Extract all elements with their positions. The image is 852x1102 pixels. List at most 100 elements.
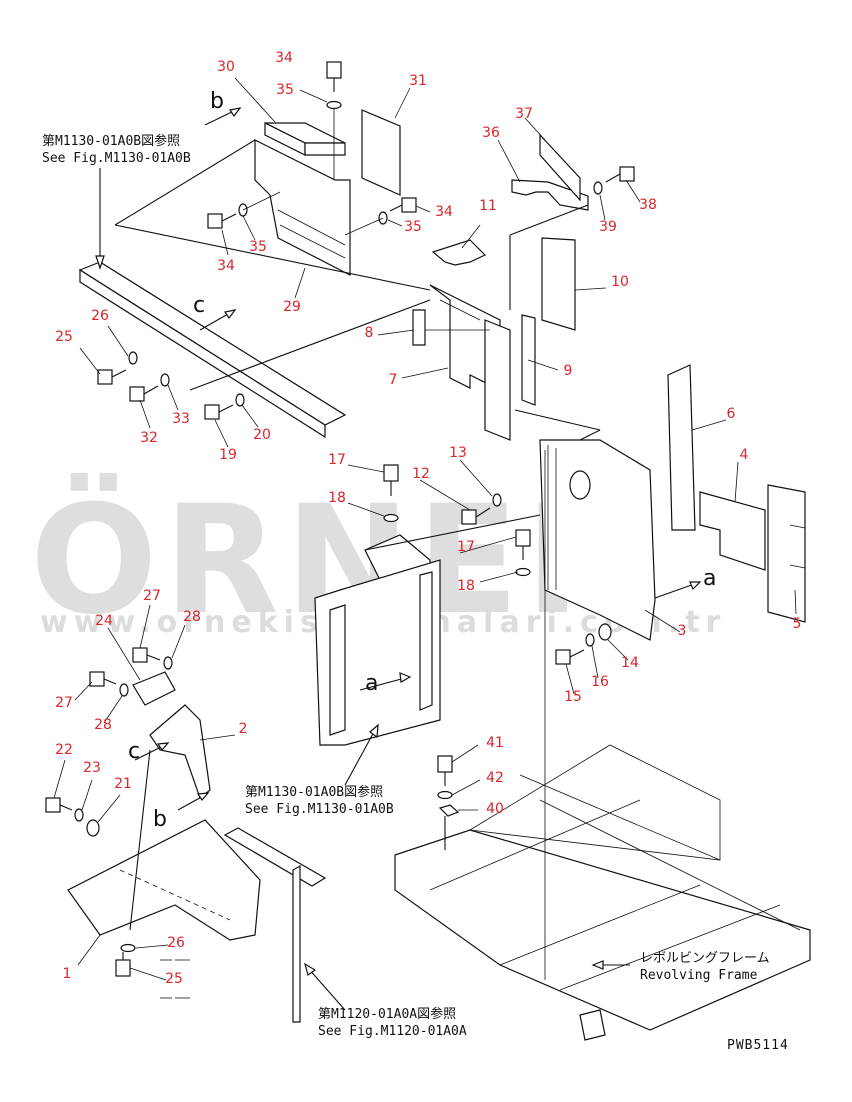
callouts: 30 34 35 31 37 36 38 39 34 35 11 34 35 1… xyxy=(55,50,801,987)
reference-mid-en: See Fig.M1130-01A0B xyxy=(245,802,394,817)
view-letter-c-left: c xyxy=(128,739,140,764)
reference-bottom-jp: 第M1120-01A0A図参照 xyxy=(318,1006,456,1022)
callout-36: 36 xyxy=(482,125,500,141)
callout-1: 1 xyxy=(63,966,72,982)
revolving-frame-jp: レボルビングフレーム xyxy=(640,951,770,966)
washer-20 xyxy=(235,393,245,407)
drawing-code: PWB5114 xyxy=(727,1038,789,1053)
mid-frame xyxy=(314,559,441,746)
callout-33: 33 xyxy=(172,411,190,427)
revolving-frame-en: Revolving Frame xyxy=(640,968,758,983)
callout-2: 2 xyxy=(239,721,248,737)
callout-19: 19 xyxy=(219,447,237,463)
callout-7: 7 xyxy=(389,372,398,388)
part-24-plate xyxy=(132,671,176,706)
callout-27-left: 27 xyxy=(55,695,73,711)
washer-18-mid xyxy=(515,567,531,577)
callout-17-mid: 17 xyxy=(457,539,475,555)
bolt-38 xyxy=(605,166,635,183)
washer-26-bottom xyxy=(120,943,136,953)
callout-28-top: 28 xyxy=(183,609,201,625)
view-letter-c-top: c xyxy=(193,293,205,318)
bolt-34-top xyxy=(326,61,342,92)
part-5-panel xyxy=(767,484,806,623)
washer-28-left xyxy=(119,683,129,697)
view-letter-a-right: a xyxy=(703,566,716,591)
callout-9: 9 xyxy=(564,363,573,379)
callout-6: 6 xyxy=(727,406,736,422)
callout-34-top: 34 xyxy=(275,50,293,66)
washer-23 xyxy=(74,808,84,822)
washer-42 xyxy=(437,790,453,800)
bolt-41 xyxy=(437,755,453,786)
callout-18-top: 18 xyxy=(328,490,346,506)
reference-top-en: See Fig.M1130-01A0B xyxy=(42,151,191,166)
callout-25-bottom: 25 xyxy=(165,971,183,987)
callout-8: 8 xyxy=(365,325,374,341)
callout-39: 39 xyxy=(599,219,617,235)
bolt-25-top xyxy=(97,369,127,385)
callout-22: 22 xyxy=(55,742,73,758)
bolt-15 xyxy=(555,649,585,665)
part-9-plate xyxy=(484,314,536,441)
reference-bottom-en: See Fig.M1120-01A0A xyxy=(318,1024,467,1039)
part-31-pad xyxy=(361,109,401,196)
reference-top-jp: 第M1130-01A0B図参照 xyxy=(42,133,180,149)
part-40-clip xyxy=(438,804,460,850)
bolt-32 xyxy=(129,385,159,402)
part-11-cap xyxy=(431,239,487,266)
callout-27-top: 27 xyxy=(143,588,161,604)
part-8-spacer xyxy=(412,309,426,346)
center-panel xyxy=(539,439,656,641)
washer-18-top xyxy=(383,513,399,523)
callout-35-left: 35 xyxy=(249,239,267,255)
callout-34-right: 34 xyxy=(435,204,453,220)
callout-17-top: 17 xyxy=(328,452,346,468)
bolt-12 xyxy=(461,507,491,525)
part-4-plate xyxy=(699,491,766,571)
washer-26-top xyxy=(128,351,138,365)
reference-bottom: 第M1120-01A0A図参照 See Fig.M1120-01A0A xyxy=(318,1006,467,1039)
washer-28-top xyxy=(163,656,173,670)
callout-40: 40 xyxy=(486,801,504,817)
callout-42: 42 xyxy=(486,770,504,786)
callout-26-bottom: 26 xyxy=(167,935,185,951)
washer-13 xyxy=(492,493,502,507)
part-29-bracket xyxy=(254,139,351,276)
bolt-22 xyxy=(45,797,73,813)
callout-20: 20 xyxy=(253,427,271,443)
callout-5: 5 xyxy=(793,616,802,632)
bolt-27-left xyxy=(89,671,117,687)
callout-38: 38 xyxy=(639,197,657,213)
callout-32: 32 xyxy=(140,430,158,446)
callout-21: 21 xyxy=(114,776,132,792)
callout-41: 41 xyxy=(486,735,504,751)
callout-13: 13 xyxy=(449,445,467,461)
bolt-27-top xyxy=(132,647,161,663)
callout-15: 15 xyxy=(564,689,582,705)
callout-4: 4 xyxy=(740,447,749,463)
bolt-17-top xyxy=(383,464,399,496)
washer-35-top xyxy=(326,100,342,180)
washer-16 xyxy=(585,633,595,647)
callout-3: 3 xyxy=(678,623,687,639)
washer-14 xyxy=(598,623,612,641)
callout-29: 29 xyxy=(283,299,301,315)
callout-23: 23 xyxy=(83,760,101,776)
callout-11: 11 xyxy=(479,198,497,214)
rod-frame xyxy=(223,827,327,1023)
callout-16: 16 xyxy=(591,674,609,690)
callout-28-left: 28 xyxy=(94,717,112,733)
bolt-25-bottom xyxy=(115,952,131,977)
washer-21 xyxy=(86,819,100,837)
callout-14: 14 xyxy=(621,655,639,671)
washer-39 xyxy=(593,181,603,195)
callout-26-top: 26 xyxy=(91,308,109,324)
leader-lines xyxy=(53,77,797,981)
bolt-34-left xyxy=(207,203,248,229)
callout-34-left: 34 xyxy=(217,258,235,274)
callout-25-top: 25 xyxy=(55,329,73,345)
part-36-bracket xyxy=(511,179,589,211)
reference-mid-jp: 第M1130-01A0B図参照 xyxy=(245,784,383,800)
